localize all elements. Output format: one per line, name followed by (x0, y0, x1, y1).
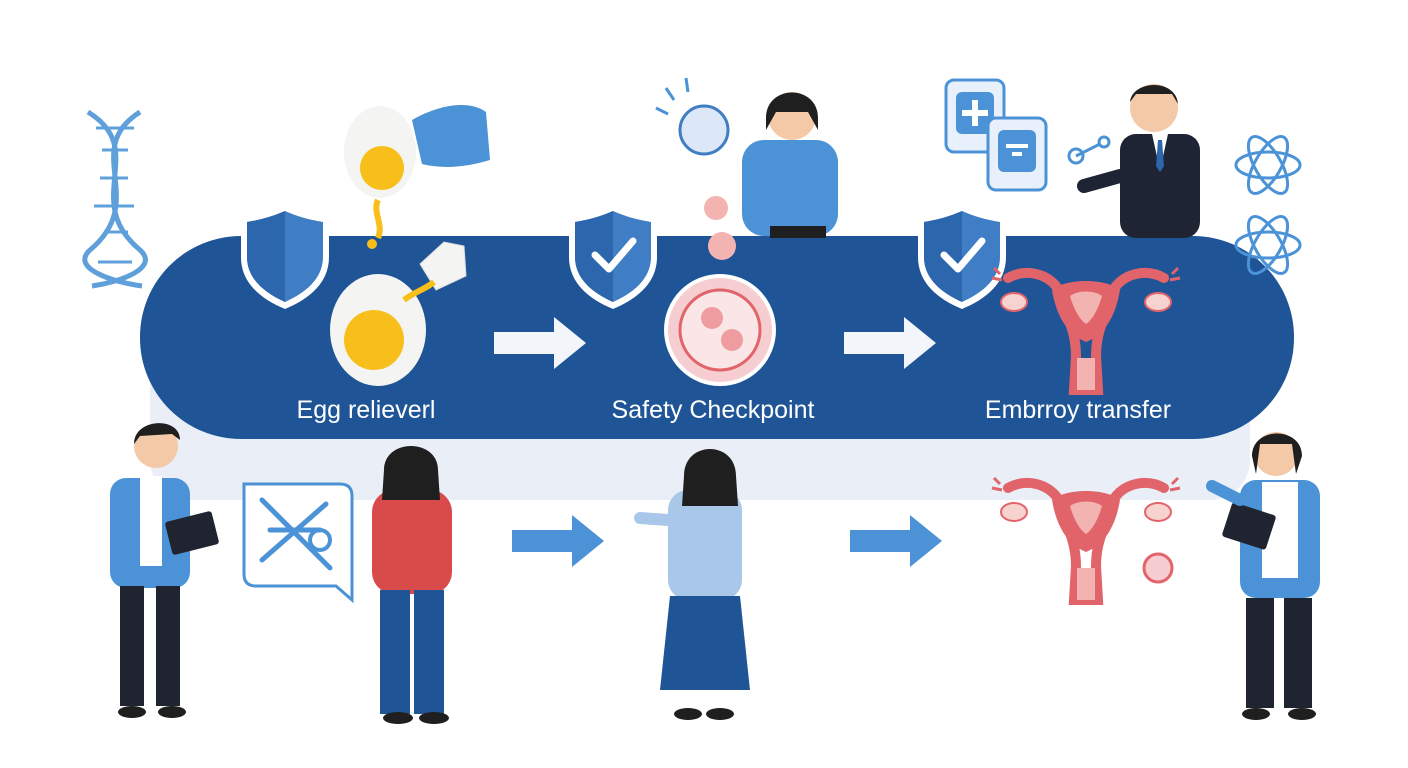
stage-label-egg-retrieval: Egg relieverl (296, 396, 436, 424)
medical-card-icon (944, 78, 1048, 192)
embryo-dish-icon (655, 77, 776, 386)
doctor-figure (110, 423, 219, 718)
arrow-right-icon (512, 515, 604, 567)
patient-figure (372, 446, 452, 724)
shield-check-icon (569, 205, 657, 309)
egg-retrieval-icon (330, 105, 490, 386)
doctor-figure (742, 92, 838, 238)
stage-label-embryo-transfer: Embrroy transfer (984, 396, 1172, 424)
arrow-right-icon (850, 515, 942, 567)
shield-check-icon (918, 205, 1006, 309)
dna-icon (82, 109, 148, 289)
medical-instruments-bubble (242, 482, 354, 604)
atom-icon (1067, 135, 1302, 275)
doctor-figure (1077, 84, 1200, 238)
doctor-figure (1206, 432, 1320, 720)
patient-figure (634, 449, 750, 720)
embryo-icon (1142, 552, 1174, 584)
stage-label-safety-checkpoint: Safety Checkpoint (611, 396, 815, 424)
